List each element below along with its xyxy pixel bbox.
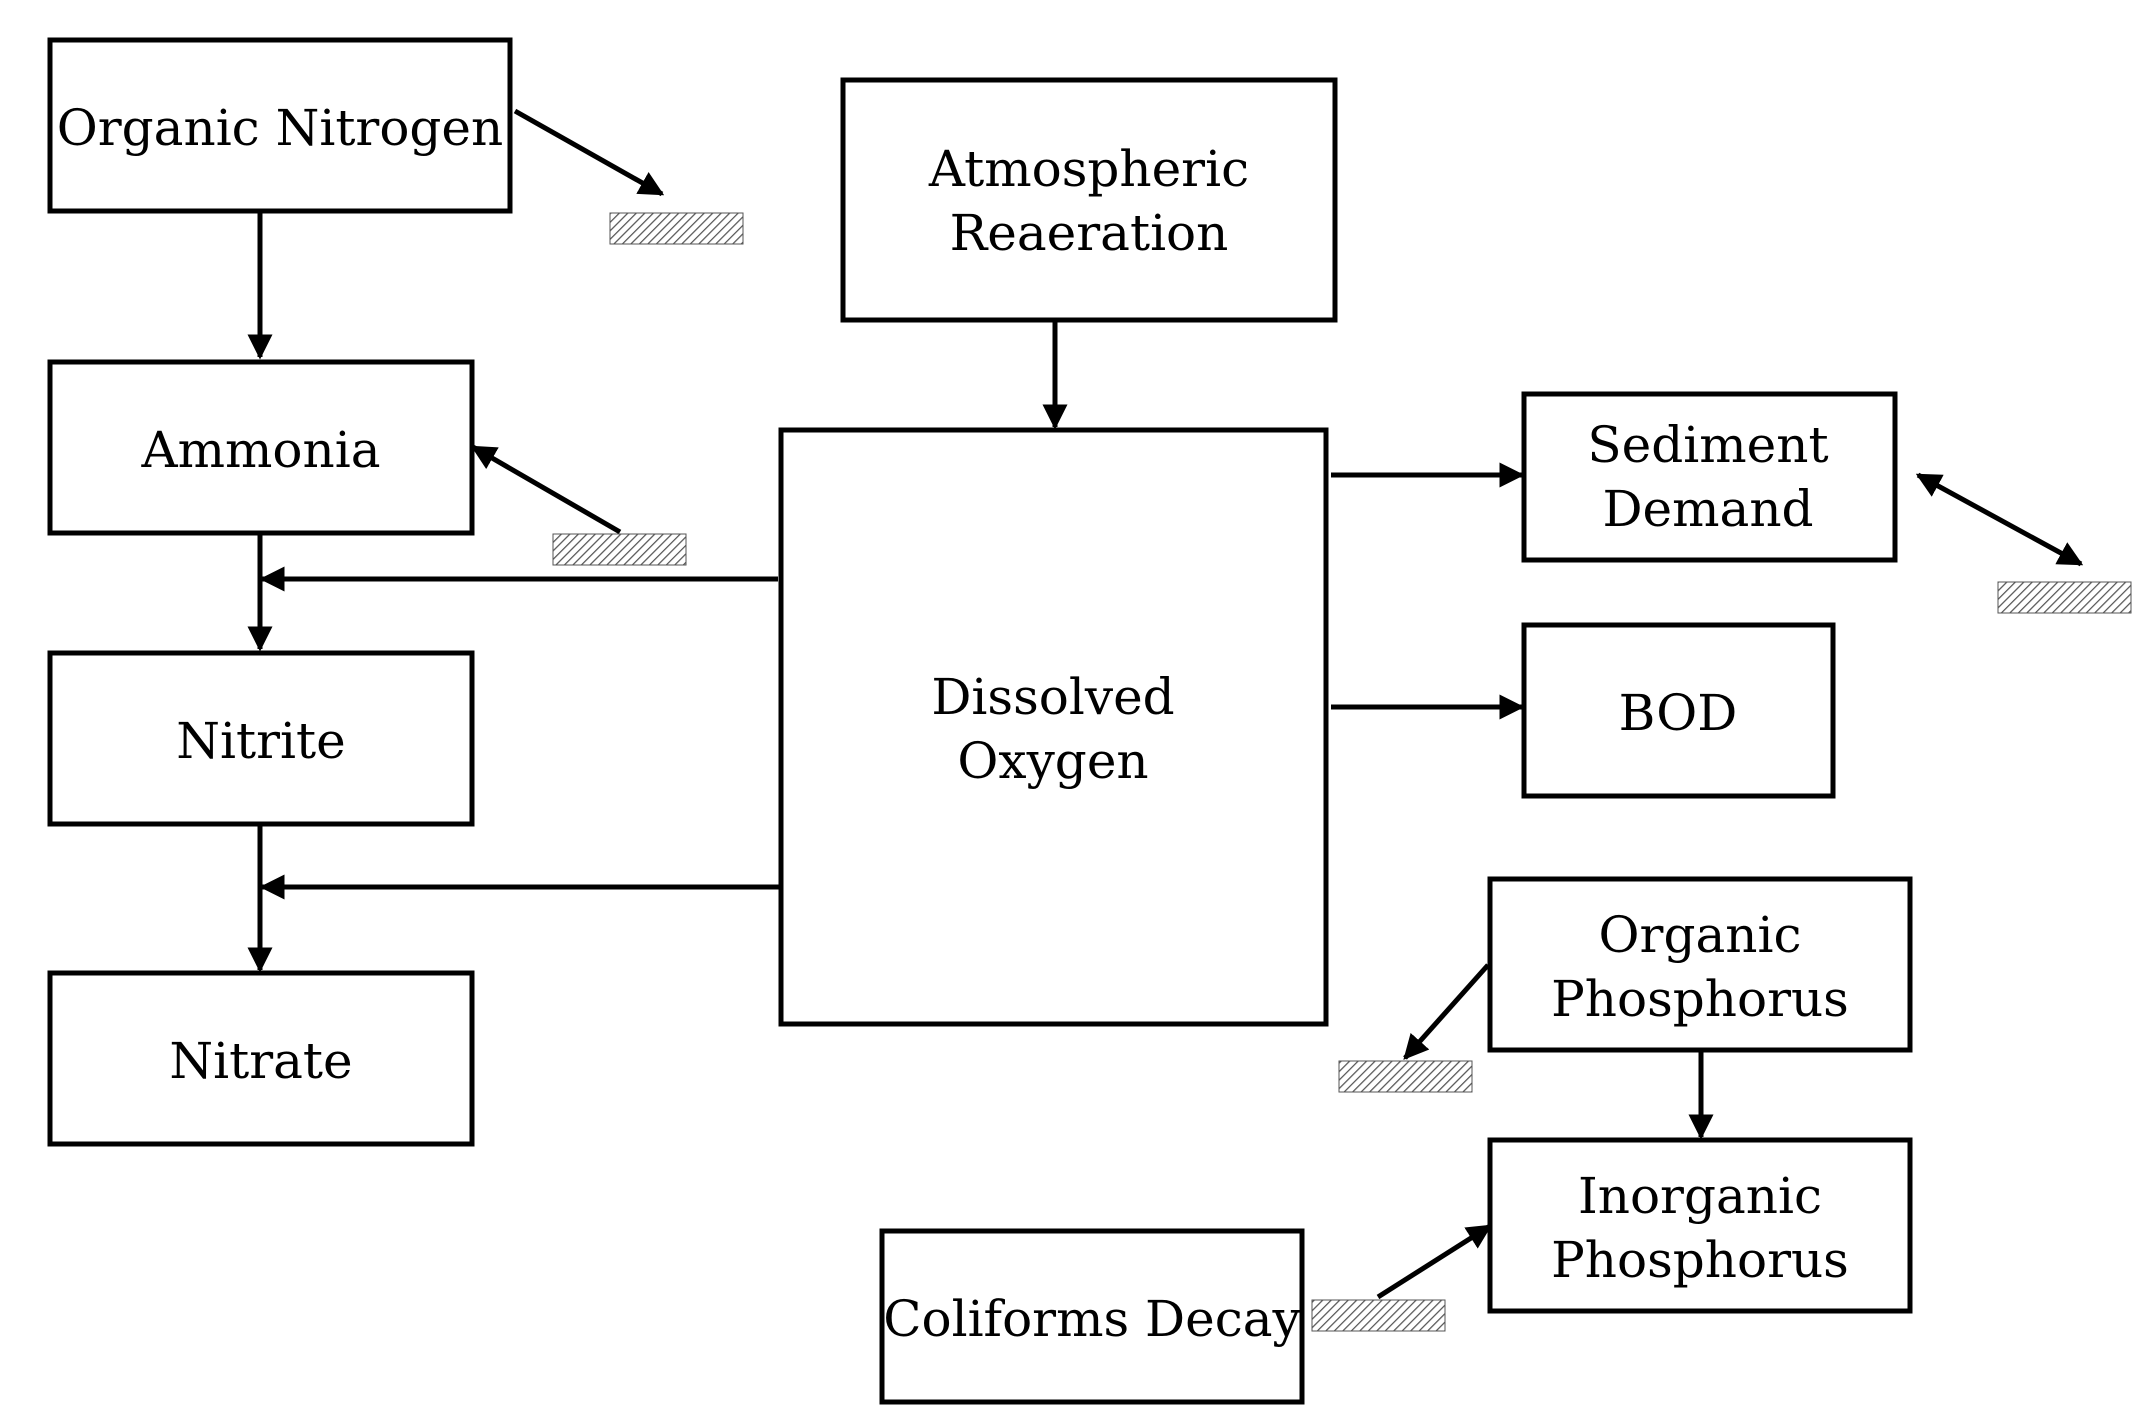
svg-text:Reaeration: Reaeration (950, 204, 1229, 262)
sediment-hatch-ammonia (552, 533, 687, 566)
sediment-hatch-coliforms (1311, 1299, 1446, 1332)
svg-text:Demand: Demand (1602, 480, 1813, 538)
node-dissolved-oxygen: Dissolved Oxygen (778, 427, 1329, 1027)
svg-text:Sediment: Sediment (1587, 416, 1828, 474)
node-organic-phosphorus-line-1: Organic (1599, 906, 1802, 964)
svg-text:Oxygen: Oxygen (957, 732, 1148, 790)
node-organic-phosphorus-line-2: Phosphorus (1551, 970, 1849, 1028)
svg-text:Phosphorus: Phosphorus (1551, 1231, 1849, 1289)
node-organic-nitrogen: Organic Nitrogen (47, 37, 513, 214)
node-atmospheric-reaeration: Atmospheric Reaeration (840, 77, 1338, 323)
svg-text:Organic: Organic (1599, 906, 1802, 964)
node-sediment-demand-line-1: Sediment (1587, 416, 1828, 474)
node-nitrate-label: Nitrate (169, 1032, 352, 1090)
edge-organic-phosphorus-to-sediment (1403, 963, 1490, 1060)
node-inorganic-phosphorus-line-1: Inorganic (1578, 1167, 1822, 1225)
svg-text:Organic Nitrogen: Organic Nitrogen (57, 99, 503, 157)
node-dissolved-oxygen-line-1: Dissolved (931, 668, 1174, 726)
node-coliforms-decay: Coliforms Decay (879, 1228, 1305, 1405)
node-atmospheric-reaeration-line-2: Reaeration (950, 204, 1229, 262)
node-bod-label: BOD (1619, 684, 1738, 742)
svg-text:Atmospheric: Atmospheric (928, 140, 1249, 198)
node-ammonia: Ammonia (47, 359, 475, 536)
edge-sediment-to-ammonia (470, 444, 622, 535)
node-inorganic-phosphorus-line-2: Phosphorus (1551, 1231, 1849, 1289)
node-nitrite: Nitrite (47, 650, 475, 827)
svg-text:Phosphorus: Phosphorus (1551, 970, 1849, 1028)
sediment-hatch-sediment-demand (1997, 581, 2132, 614)
sediment-hatch-organic-nitrogen (609, 212, 744, 245)
node-atmospheric-reaeration-line-1: Atmospheric (928, 140, 1249, 198)
node-coliforms-decay-label: Coliforms Decay (883, 1290, 1301, 1348)
sediment-hatch-organic-phosphorus (1338, 1060, 1473, 1093)
svg-text:Nitrate: Nitrate (169, 1032, 352, 1090)
svg-text:Ammonia: Ammonia (140, 421, 380, 479)
node-organic-nitrogen-label: Organic Nitrogen (57, 99, 503, 157)
svg-text:BOD: BOD (1619, 684, 1738, 742)
node-sediment-demand: Sediment Demand (1521, 391, 1898, 563)
node-bod: BOD (1521, 622, 1836, 799)
node-nitrite-label: Nitrite (176, 712, 345, 770)
node-dissolved-oxygen-line-2: Oxygen (957, 732, 1148, 790)
svg-text:Nitrite: Nitrite (176, 712, 345, 770)
svg-text:Dissolved: Dissolved (931, 668, 1174, 726)
node-nitrate: Nitrate (47, 970, 475, 1147)
node-sediment-demand-line-2: Demand (1602, 480, 1813, 538)
edge-organic-nitrogen-to-sediment (513, 108, 665, 197)
edge-sediment-to-inorganic-phosphorus (1376, 1223, 1493, 1300)
edge-sediment-demand-to-sediment (1915, 472, 2084, 567)
node-ammonia-label: Ammonia (140, 421, 380, 479)
svg-text:Coliforms Decay: Coliforms Decay (883, 1290, 1301, 1348)
node-organic-phosphorus: Organic Phosphorus (1487, 876, 1913, 1053)
svg-text:Inorganic: Inorganic (1578, 1167, 1822, 1225)
node-inorganic-phosphorus: Inorganic Phosphorus (1487, 1137, 1913, 1314)
